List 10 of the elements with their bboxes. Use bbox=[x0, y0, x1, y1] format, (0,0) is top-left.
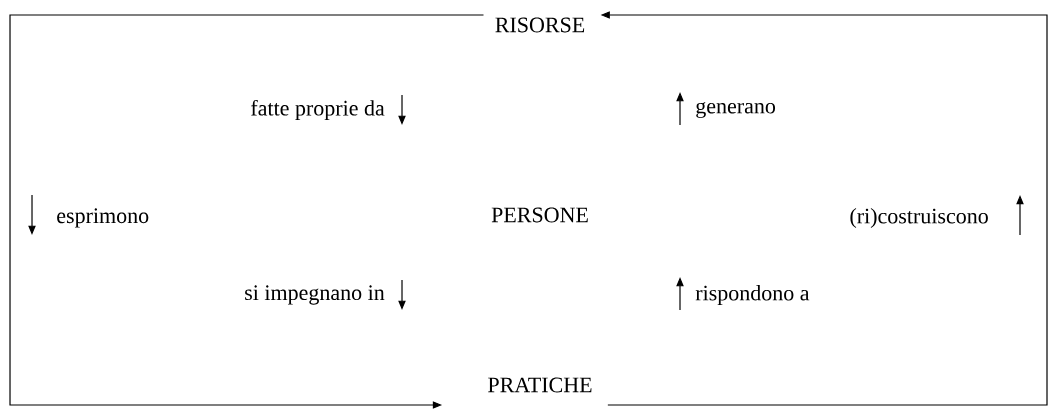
edge-label: (ri)costruiscono bbox=[846, 205, 992, 231]
node-label: PRATICHE bbox=[488, 377, 592, 393]
edge-label: esprimono bbox=[53, 205, 152, 231]
verb-label: generano bbox=[696, 101, 776, 118]
node-label: PERSONE bbox=[491, 207, 588, 223]
verb-label: fatte proprie da bbox=[251, 99, 385, 121]
verb-label: rispondono a bbox=[695, 285, 810, 305]
connector-arrow bbox=[9, 14, 485, 409]
node-label: RISORSE bbox=[495, 17, 585, 33]
verb-label: si impegnano in bbox=[245, 285, 385, 305]
